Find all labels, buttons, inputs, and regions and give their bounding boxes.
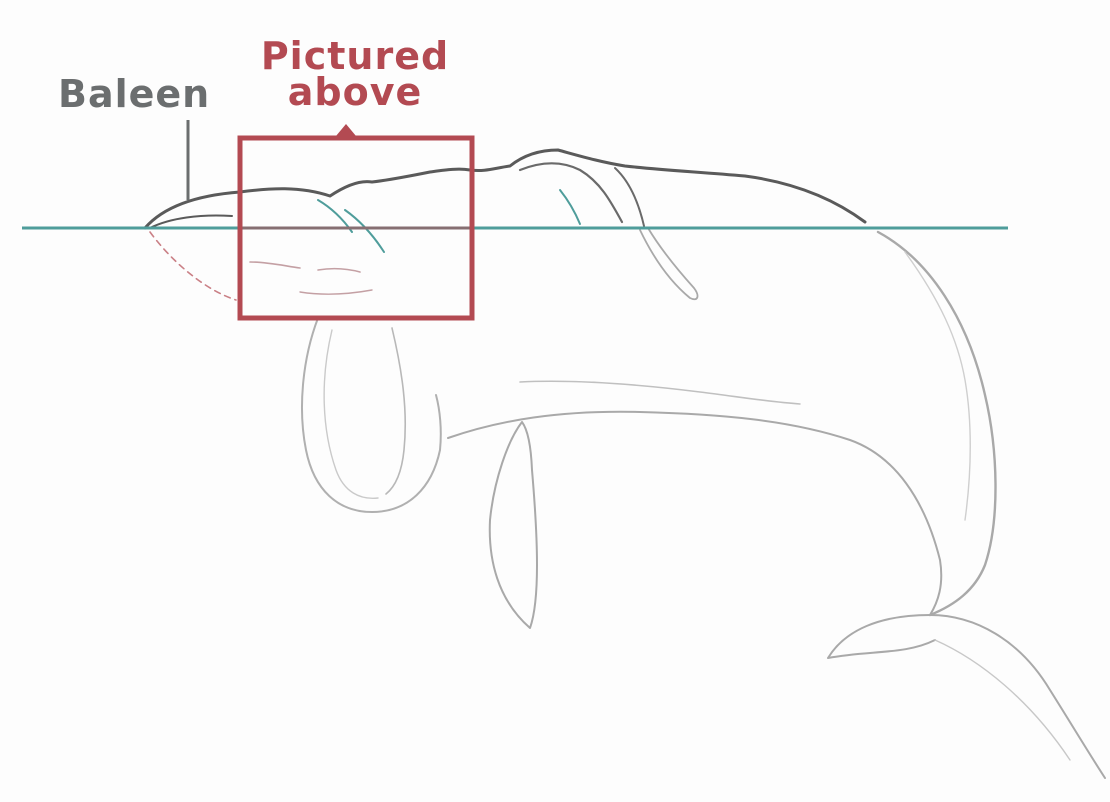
pictured-label-line2: above <box>250 74 460 110</box>
pictured-above-label: Pictured above <box>250 38 460 110</box>
whale-body-surface <box>145 150 865 252</box>
pictured-pointer-arrow <box>336 124 356 136</box>
pictured-label-line1: Pictured <box>250 38 460 74</box>
whale-body-submerged <box>150 228 1105 778</box>
baleen-label: Baleen <box>58 76 210 112</box>
